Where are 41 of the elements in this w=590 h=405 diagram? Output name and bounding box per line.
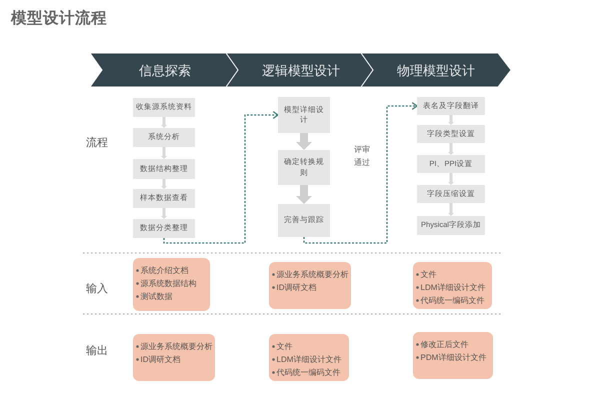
arrow [303,102,418,244]
list-item: 源业务系统概要分析 [276,269,348,280]
row-label: 输入 [86,282,108,296]
arrow [161,208,167,219]
list-item: PDM详细设计文件 [420,352,486,363]
list-item: ID调研文档 [276,282,316,293]
document-card [413,332,493,379]
row-label: 流程 [86,136,108,150]
document-card [413,262,492,309]
stage-label: 物理模型设计 [397,62,475,78]
arrow [163,111,279,244]
list-item: 文件 [420,269,436,280]
arrow [448,173,454,185]
list-item: LDM详细设计文件 [276,354,342,365]
page-title: 模型设计流程 [11,9,107,28]
arrow [448,115,454,125]
list-item: 修改正后文件 [420,339,468,350]
document-card [269,262,351,309]
stage-label: 逻辑模型设计 [262,62,340,78]
edge-label: 评审通过 [352,143,372,169]
row-label: 输出 [86,344,108,358]
list-item: 文件 [276,341,292,352]
list-item: LDM详细设计文件 [420,282,486,293]
arrow [161,179,167,189]
list-item: 源业务系统概要分析 [140,341,212,352]
document-card [269,334,349,381]
list-item: 源系统数据结构 [140,278,196,289]
arrow [296,133,312,150]
list-item: ID调研文档 [140,354,180,365]
document-card [133,258,210,311]
arrow [448,143,454,155]
document-card [133,334,215,381]
arrow [161,117,167,128]
list-item: 系统介绍文档 [140,265,188,276]
arrow [161,147,167,159]
list-item: 测试数据 [140,291,172,302]
arrow [296,185,312,204]
arrow [448,203,454,216]
list-item: 代码统一编码文件 [276,367,340,378]
stage-label: 信息探索 [139,62,191,78]
list-item: 代码统一编码文件 [420,295,484,306]
